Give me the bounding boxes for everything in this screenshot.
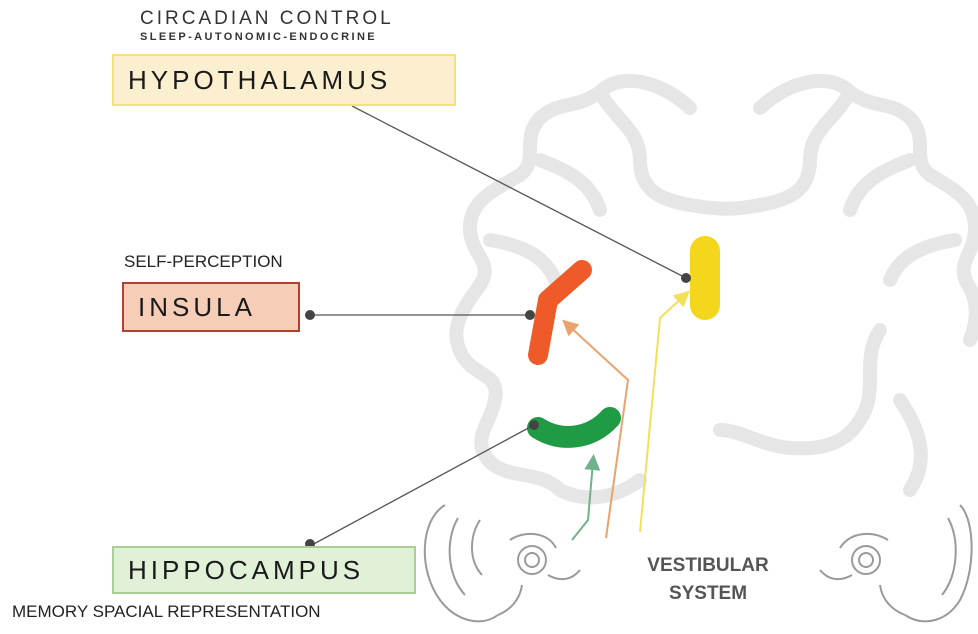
insula-label-box: INSULA: [122, 282, 300, 332]
self-perception-caption: SELF-PERCEPTION: [124, 252, 283, 272]
circadian-control-caption: CIRCADIAN CONTROL: [140, 8, 394, 30]
vestibular-line-2: SYSTEM: [628, 580, 788, 608]
hypothalamus-region: [690, 236, 720, 320]
hypothalamus-label-box: HYPOTHALAMUS: [112, 54, 456, 106]
insula-label: INSULA: [138, 292, 256, 323]
connector-hypothalamus: [352, 106, 691, 283]
vestibular-system-label: VESTIBULAR SYSTEM: [628, 552, 788, 608]
circadian-subcaption: SLEEP-AUTONOMIC-ENDOCRINE: [140, 31, 377, 43]
connector-insula: [305, 310, 535, 320]
vestibular-arrow-hypothalamus: [640, 296, 684, 532]
hippocampus-region: [538, 418, 610, 437]
right-ear-illustration: [820, 505, 972, 621]
vestibular-line-1: VESTIBULAR: [628, 552, 788, 580]
left-ear-illustration: [425, 505, 580, 621]
memory-caption: MEMORY SPACIAL REPRESENTATION: [12, 602, 321, 622]
connector-hippocampus: [305, 420, 539, 549]
hippocampus-label: HIPPOCAMPUS: [128, 555, 364, 586]
insula-region: [538, 270, 582, 355]
hippocampus-label-box: HIPPOCAMPUS: [112, 546, 416, 594]
hypothalamus-label: HYPOTHALAMUS: [128, 65, 391, 96]
